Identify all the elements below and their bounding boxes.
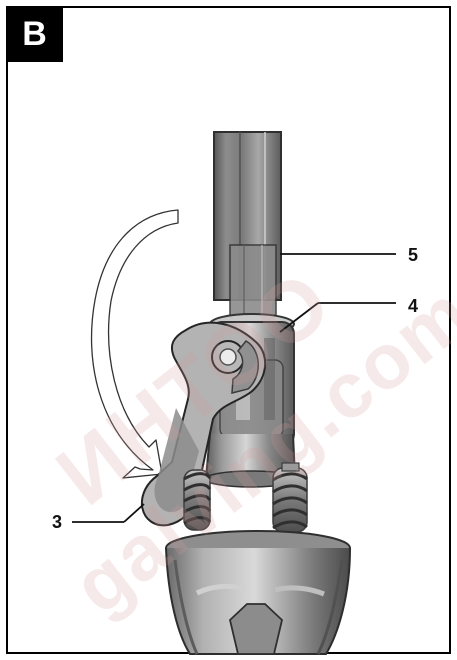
figure-label-badge: B <box>6 6 63 62</box>
callout-5: 5 <box>408 245 419 265</box>
spring-left <box>183 469 212 531</box>
machine-base <box>165 530 351 655</box>
callout-4: 4 <box>408 296 419 316</box>
rotation-arrow <box>90 209 179 479</box>
bit-shaft <box>213 131 282 321</box>
spring-right <box>272 462 308 533</box>
callout-lines <box>72 253 396 523</box>
callout-3: 3 <box>52 512 63 532</box>
